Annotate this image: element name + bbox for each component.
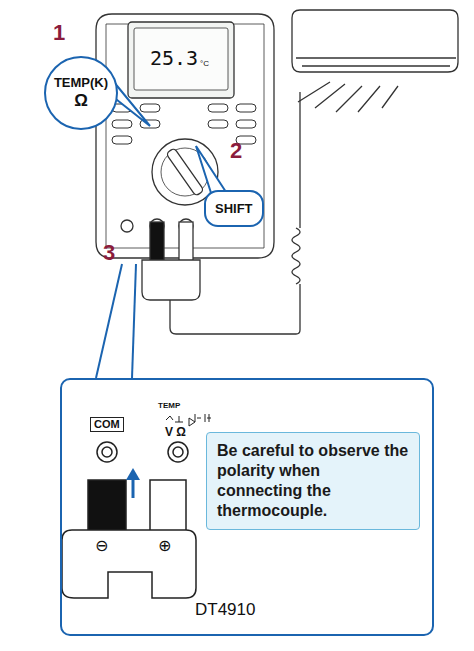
polarity-mark: ⊖ (95, 538, 108, 554)
button-callout-text: SHIFT (215, 201, 253, 216)
plug-closeup (62, 414, 211, 598)
callout-number: 1 (53, 22, 65, 44)
callout-circle: TEMP(K)Ω (44, 56, 118, 130)
air-conditioner (292, 10, 458, 112)
jack-label: V Ω (165, 426, 186, 438)
jack-label-text: COM (94, 418, 120, 431)
callout-circle-text: TEMP(K) (54, 75, 108, 90)
polarity-mark: ⊕ (158, 538, 171, 554)
callout-pointer (104, 70, 226, 196)
button-callout: SHIFT (204, 190, 264, 227)
caution-note-text: Be careful to observe the polarity when … (217, 441, 409, 521)
display-unit: °C (200, 60, 209, 68)
inset-panel: DT4910 COM Be careful to observe the polar… (60, 378, 434, 636)
leader-line (96, 264, 136, 378)
multimeter (96, 14, 274, 300)
inset-panel-text: DT4910 (195, 600, 255, 620)
caution-note: Be careful to observe the polarity when … (206, 432, 420, 530)
jack-label: TEMP (158, 402, 180, 410)
insert-arrow (126, 468, 140, 498)
callout-circle-text: Ω (74, 91, 88, 111)
callout-number: 3 (103, 242, 115, 264)
callout-number: 2 (230, 140, 242, 162)
display-reading: 25.3 (150, 48, 198, 68)
jack-label: COM (90, 417, 124, 432)
